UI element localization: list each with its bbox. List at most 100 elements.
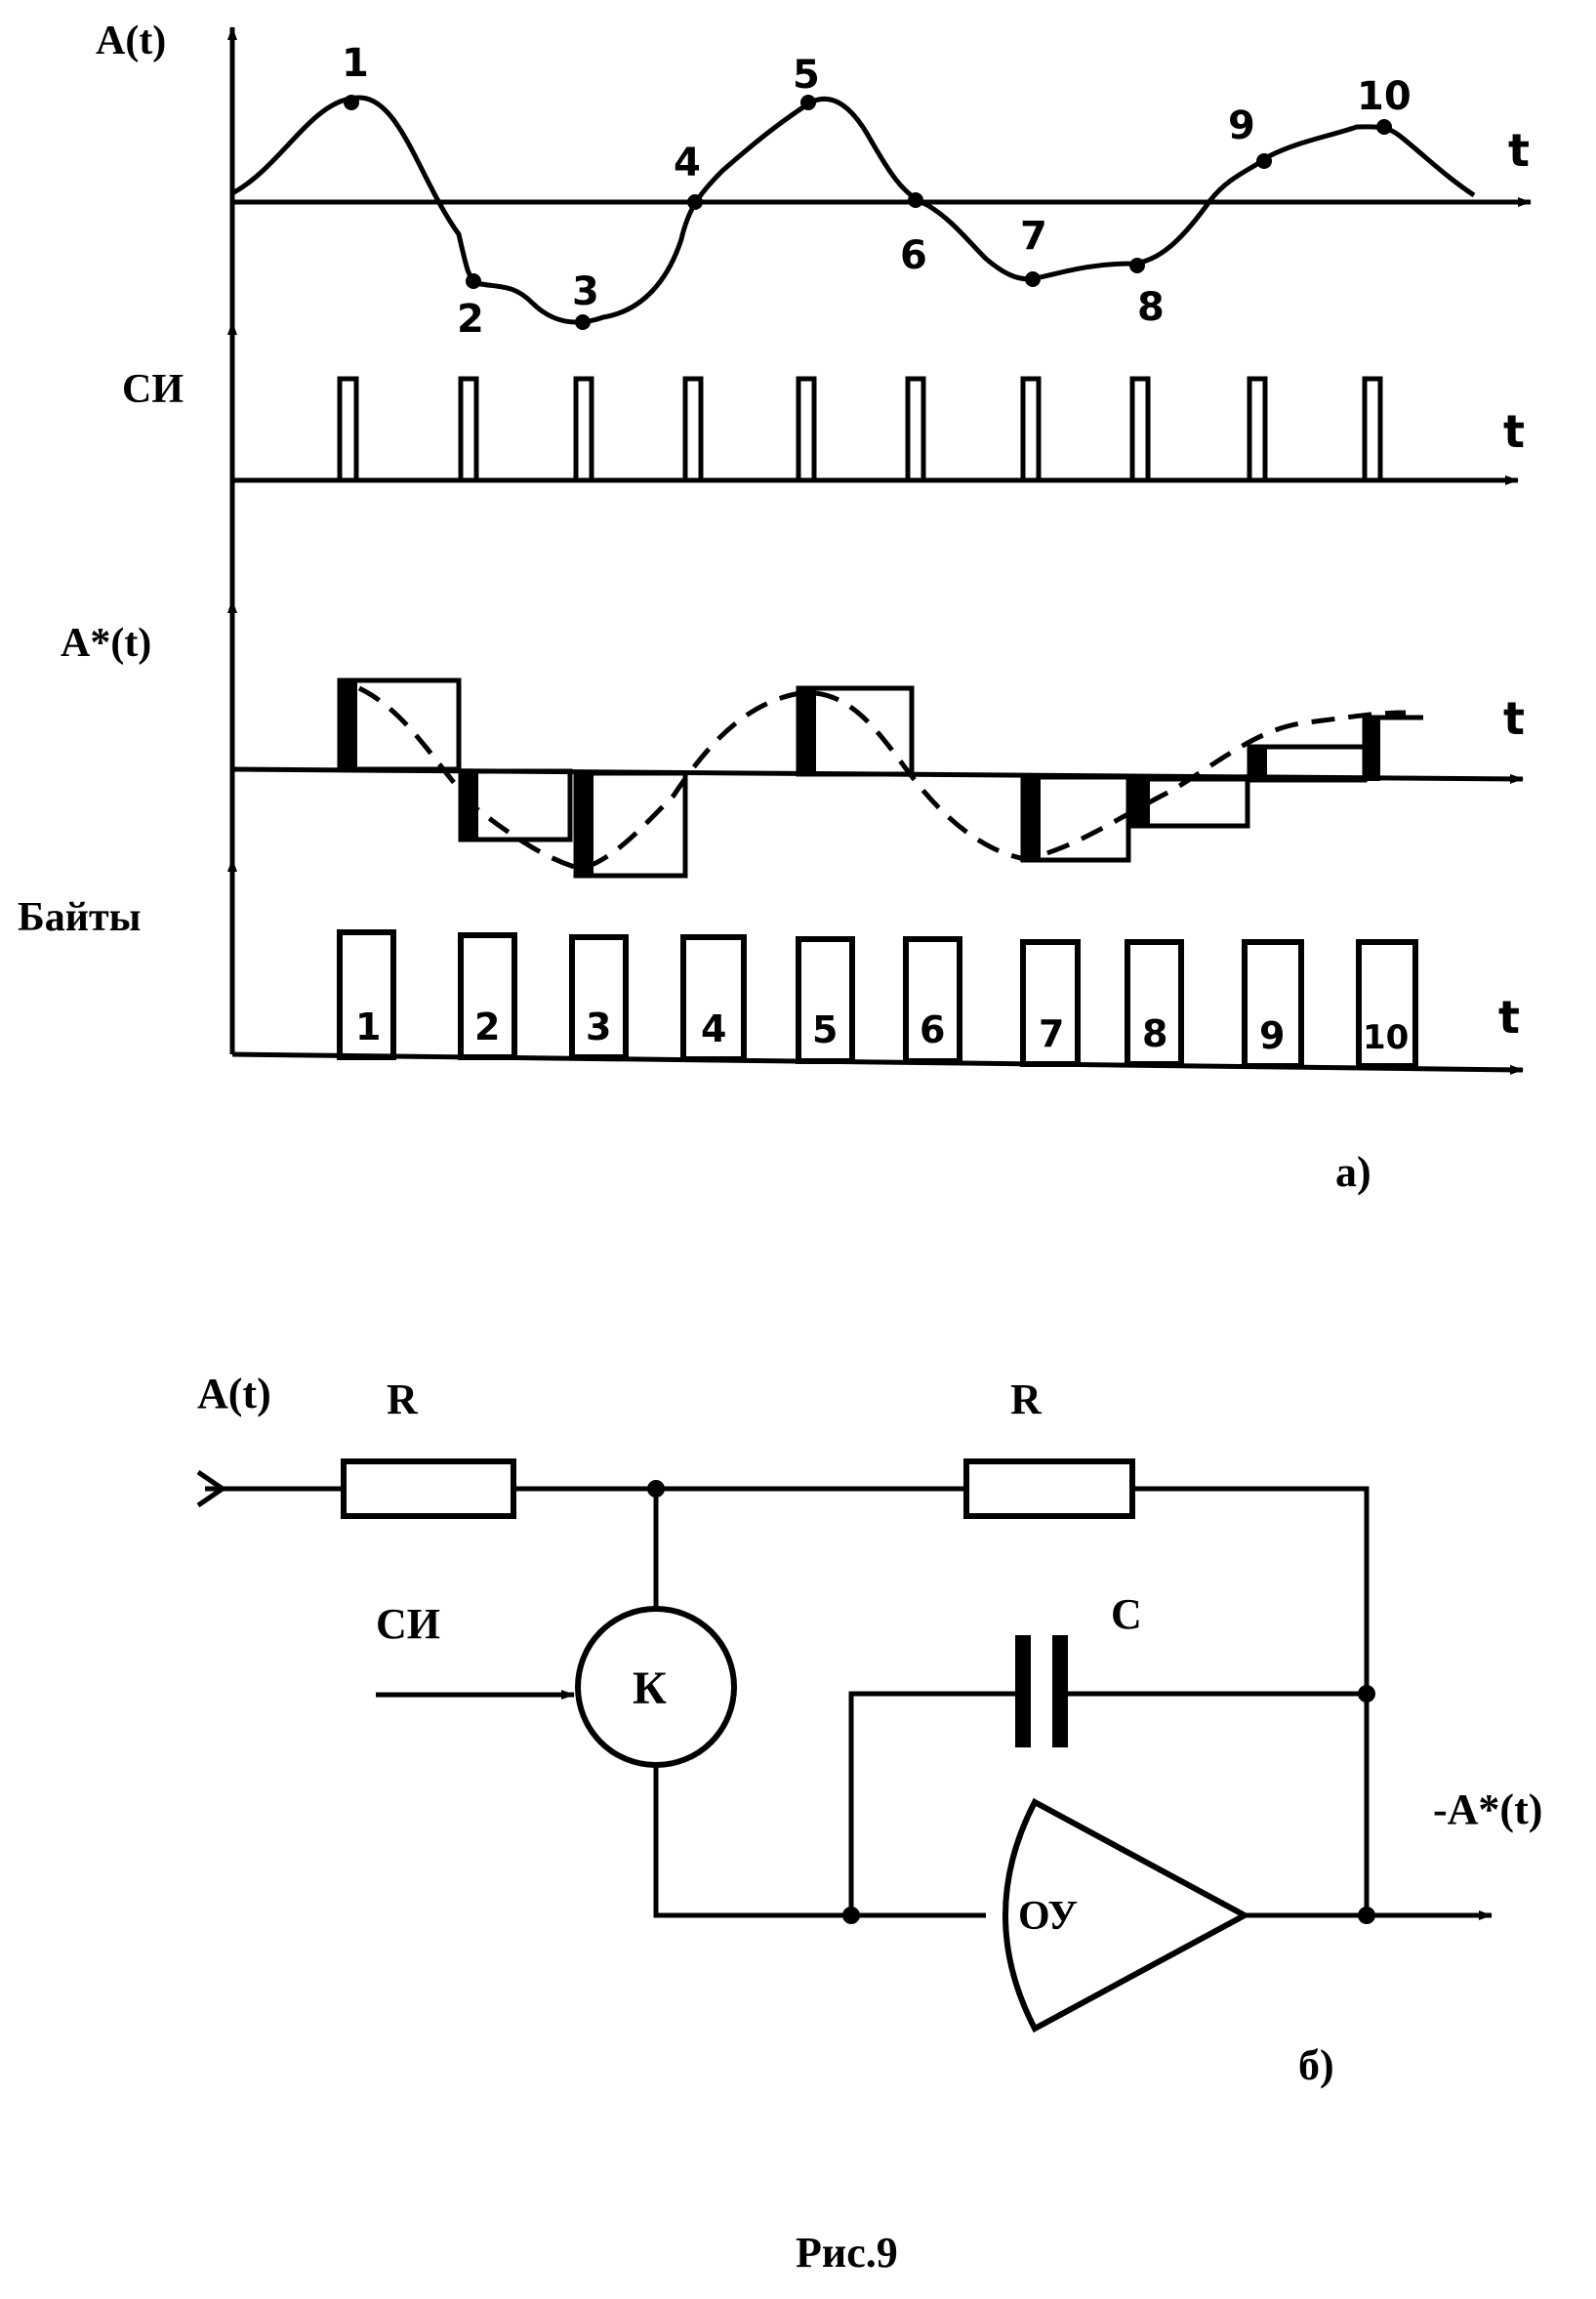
byte-box <box>1125 939 1184 1067</box>
byte-label: 3 <box>586 1006 611 1048</box>
sample-label: 9 <box>1228 103 1255 148</box>
sample-point <box>1256 153 1272 169</box>
clock-pulse <box>458 376 479 480</box>
byte-boxes <box>337 929 1418 1069</box>
clock-pulse <box>905 376 926 480</box>
sample-label: 7 <box>1020 214 1047 259</box>
byte-box <box>796 936 855 1064</box>
capacitor-plate <box>1015 1635 1031 1747</box>
switch-output-wire <box>653 1765 986 1918</box>
step-pulse <box>461 771 478 840</box>
sample-points <box>344 95 1392 330</box>
circuit-output-label: -A*(t) <box>1433 1786 1542 1833</box>
byte-box <box>337 929 396 1060</box>
step-pulse <box>1249 747 1267 780</box>
sample-label: 2 <box>457 297 484 342</box>
analog-signal-label: A(t) <box>96 19 166 63</box>
byte-label: 10 <box>1363 1018 1409 1057</box>
clock-pulse <box>1247 376 1268 480</box>
bytes-time-axis <box>231 1051 1524 1075</box>
analog-t-label: t <box>1508 124 1530 177</box>
sample-point <box>1129 258 1145 273</box>
held-t-label: t <box>1503 692 1525 745</box>
step-pulse <box>1023 777 1041 860</box>
bytes-t-label: t <box>1498 991 1520 1044</box>
capacitor-left-wire <box>848 1691 1015 1915</box>
clock-t-label: t <box>1503 405 1525 458</box>
circuit-diagram: A(t) R R К СИ С ОУ -A*( <box>196 1370 1542 2089</box>
sample-point <box>344 95 359 110</box>
byte-box <box>1242 939 1304 1069</box>
sample-point <box>1025 271 1041 287</box>
feedback-resistor <box>963 1458 1135 1519</box>
byte-label: 5 <box>812 1008 838 1051</box>
clock-pulse <box>682 376 704 480</box>
sample-point <box>687 194 703 210</box>
byte-label: 2 <box>474 1006 500 1048</box>
clock-pulse <box>337 376 359 480</box>
sample-point <box>800 95 816 110</box>
byte-label: 6 <box>920 1008 945 1051</box>
opamp-label: ОУ <box>1018 1894 1078 1939</box>
step-pulse <box>1365 718 1380 781</box>
sample-label: 6 <box>900 233 927 278</box>
input-resistor <box>341 1458 516 1519</box>
byte-box <box>458 932 517 1060</box>
byte-label: 4 <box>701 1007 726 1050</box>
clock-pulse <box>1362 376 1383 480</box>
analog-curve <box>230 95 1476 325</box>
junction-node <box>1358 1907 1375 1924</box>
sample-label: 3 <box>572 269 599 314</box>
input-resistor-label: R <box>387 1375 419 1423</box>
sample-label: 4 <box>674 141 701 185</box>
sample-point <box>1376 119 1392 135</box>
byte-label: 7 <box>1039 1012 1064 1055</box>
junction-node <box>1358 1685 1375 1703</box>
step-box <box>337 677 462 772</box>
capacitor-plate <box>1052 1635 1068 1747</box>
held-signal-steps <box>337 677 1423 879</box>
part-b-label: б) <box>1298 2041 1334 2089</box>
byte-label: 1 <box>355 1006 381 1048</box>
sample-label: 10 <box>1357 74 1412 119</box>
circuit-input-label: A(t) <box>197 1370 271 1417</box>
circuit-clock-label: СИ <box>376 1600 440 1648</box>
sample-label: 8 <box>1137 285 1165 330</box>
clock-pulses <box>337 376 1383 480</box>
byte-box <box>1020 939 1081 1067</box>
reconstructed-curve <box>357 685 1407 872</box>
bytes-signal-label: Байты <box>18 895 141 940</box>
clock-pulse <box>573 376 594 480</box>
step-pulse <box>576 773 593 876</box>
sample-label: 1 <box>342 41 369 86</box>
sample-labels: 1 2 3 4 5 6 7 8 9 10 <box>342 41 1412 342</box>
byte-box <box>569 934 629 1060</box>
feedback-resistor-label: R <box>1010 1375 1043 1423</box>
byte-label: 9 <box>1259 1014 1285 1057</box>
byte-box <box>903 936 962 1064</box>
byte-label: 8 <box>1142 1012 1167 1055</box>
sample-point <box>575 314 591 330</box>
sample-label: 5 <box>793 53 820 98</box>
part-a-label: а) <box>1335 1148 1371 1196</box>
byte-box <box>680 934 747 1062</box>
capacitor-label: С <box>1111 1590 1142 1638</box>
opamp-symbol <box>1003 1797 1251 2033</box>
held-signal-label: A*(t) <box>61 621 151 666</box>
figure-caption: Рис.9 <box>796 2229 898 2277</box>
clock-pulse <box>1020 376 1042 480</box>
switch-label: К <box>633 1663 667 1714</box>
sample-point <box>908 192 923 208</box>
step-pulse <box>340 680 357 769</box>
clock-pulse <box>796 376 817 480</box>
timing-diagram: A(t) СИ A*(t) Байты t t t t 1 2 3 <box>18 19 1532 1196</box>
byte-box <box>1356 939 1418 1069</box>
step-pulse <box>798 688 816 774</box>
clock-pulse <box>1129 376 1151 480</box>
byte-labels: 1 2 3 4 5 6 7 8 9 10 <box>355 1006 1409 1057</box>
clock-signal-label: СИ <box>122 367 184 412</box>
feedback-wire <box>1132 1486 1370 1915</box>
step-pulse <box>1132 779 1150 826</box>
sample-point <box>466 273 481 289</box>
